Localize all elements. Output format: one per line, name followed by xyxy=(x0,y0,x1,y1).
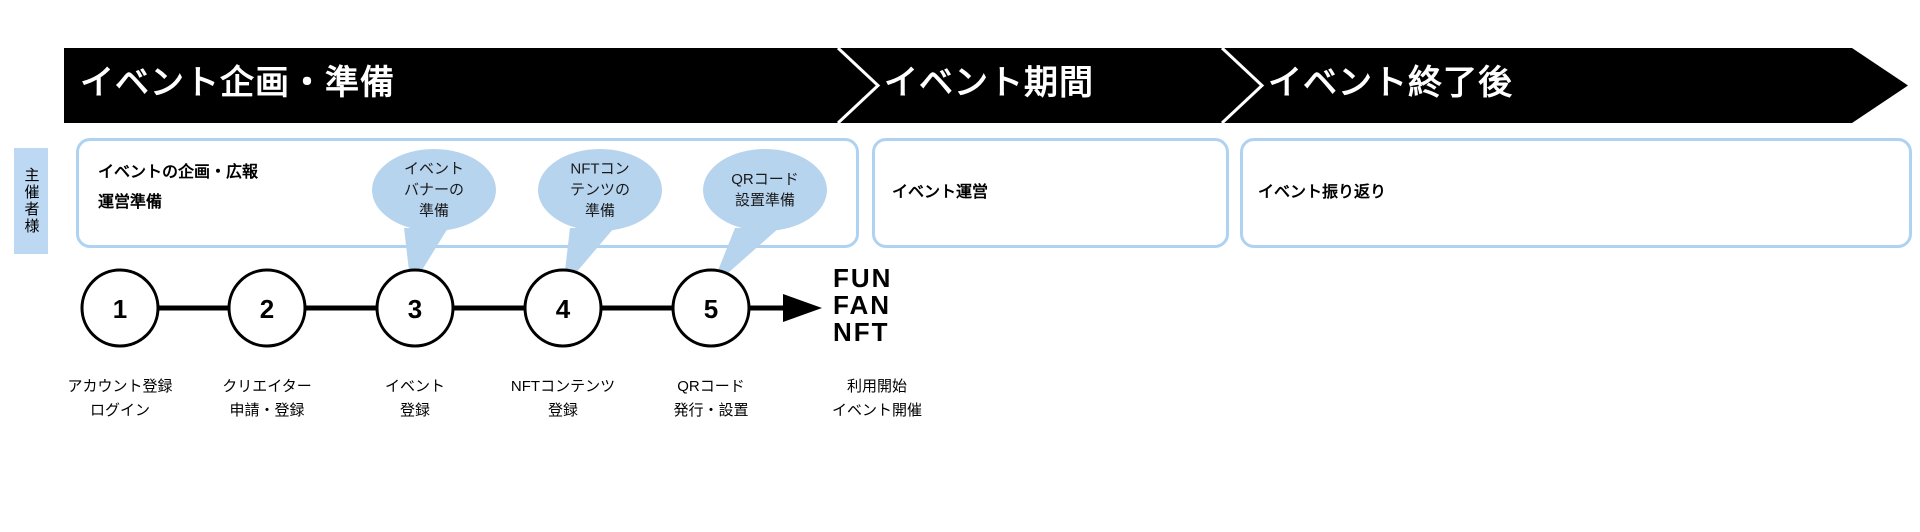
fun-fan-nft-logo: FUN FAN NFT xyxy=(833,263,893,347)
activity-text-during: イベント運営 xyxy=(892,184,989,201)
callout-text-nft-content: NFTコン テンツの 準備 xyxy=(569,160,631,220)
callout-text-qr: QRコード 設置準備 xyxy=(731,171,799,209)
phase-label-planning: イベント企画・準備 xyxy=(80,64,395,102)
activity-box-after xyxy=(1240,138,1912,248)
activity-text-planning: イベントの企画・広報 運営準備 xyxy=(98,164,259,211)
timeline-arrowhead xyxy=(783,294,822,322)
step-label-end: 利用開始 イベント開催 xyxy=(831,378,923,419)
step-number-5: 5 xyxy=(703,294,719,324)
role-label-organizer: 主催者様 xyxy=(14,148,48,254)
step-number-4: 4 xyxy=(555,294,571,324)
step-number-2: 2 xyxy=(259,294,275,324)
phase-label-during: イベント期間 xyxy=(884,64,1094,102)
chevron-separator-1 xyxy=(836,46,881,125)
activity-box-during xyxy=(872,138,1229,248)
step-label-4: NFTコンテンツ 登録 xyxy=(510,378,616,419)
phase-label-after: イベント終了後 xyxy=(1268,64,1513,102)
step-number-1: 1 xyxy=(112,294,128,324)
step-label-1: アカウント登録 ログイン xyxy=(67,378,173,419)
chevron-separator-2 xyxy=(1220,46,1265,125)
step-label-3: イベント 登録 xyxy=(384,378,446,419)
step-number-3: 3 xyxy=(407,294,423,324)
step-label-2: クリエイター 申請・登録 xyxy=(222,378,312,419)
step-label-5: QRコード 発行・設置 xyxy=(673,378,749,419)
activity-text-after: イベント振り返り xyxy=(1258,184,1387,201)
callout-text-banner: イベント バナーの 準備 xyxy=(403,160,465,220)
